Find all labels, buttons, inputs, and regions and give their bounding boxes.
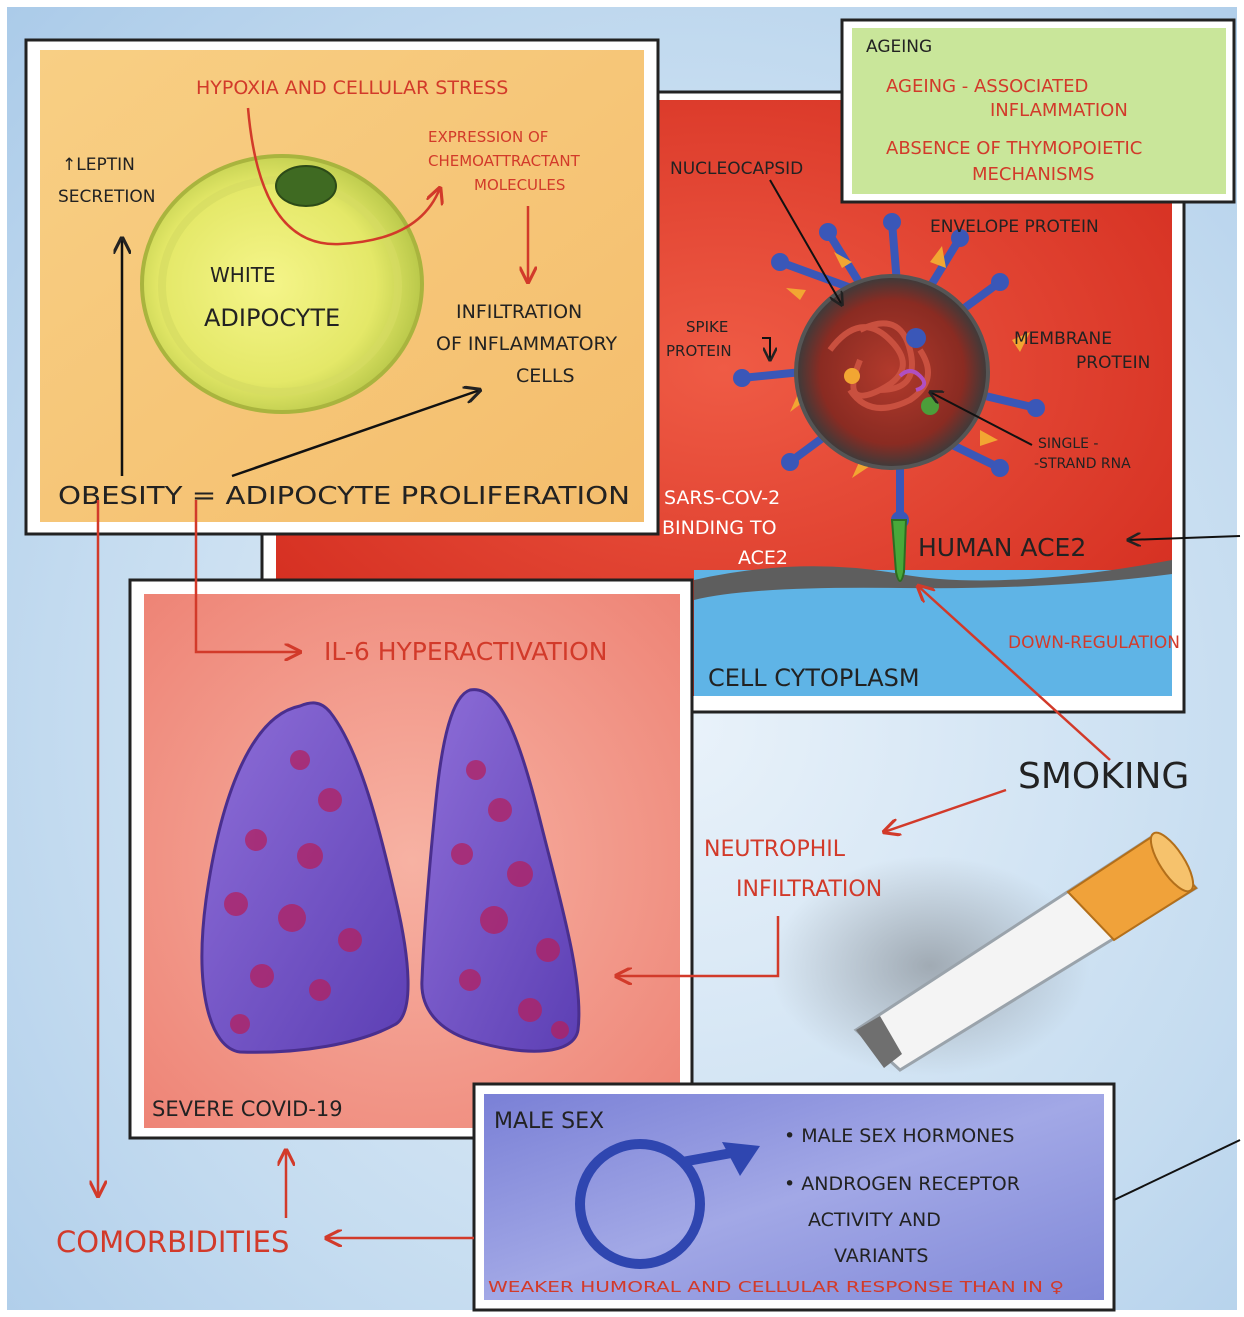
binding-label-1: SARS-COV-2 <box>664 487 780 509</box>
rna-label-2: -STRAND RNA <box>1034 456 1131 472</box>
ageing-line-4: MECHANISMS <box>972 164 1094 185</box>
infiltration-label-3: CELLS <box>516 365 575 387</box>
cell-cytoplasm-label: CELL CYTOPLASM <box>708 664 920 692</box>
weaker-response-label: WEAKER HUMORAL AND CELLULAR RESPONSE THA… <box>488 1278 1064 1296</box>
spike-protein-label-1: SPIKE <box>686 318 728 336</box>
male-sex-panel: MALE SEX • MALE SEX HORMONES • ANDROGEN … <box>474 1084 1114 1310</box>
infiltration-label-1: INFILTRATION <box>456 301 582 323</box>
envelope-protein-label: ENVELOPE PROTEIN <box>930 217 1099 237</box>
spike-protein-label-2: PROTEIN <box>666 342 732 360</box>
white-adipocyte-cell <box>142 156 422 412</box>
hypoxia-label: HYPOXIA AND CELLULAR STRESS <box>196 77 508 99</box>
ageing-title: AGEING <box>866 37 932 57</box>
male-sex-title: MALE SEX <box>494 1109 604 1134</box>
severe-covid-label: SEVERE COVID-19 <box>152 1097 343 1121</box>
neutrophil-label-2: INFILTRATION <box>736 877 882 902</box>
smoking-label: SMOKING <box>1018 756 1189 797</box>
ageing-panel: AGEING AGEING - ASSOCIATED INFLAMMATION … <box>842 20 1234 202</box>
membrane-protein-label-2: PROTEIN <box>1076 353 1150 373</box>
infiltration-label-2: OF INFLAMMATORY <box>436 333 618 355</box>
male-bullet-2-line-3: VARIANTS <box>834 1245 928 1267</box>
adipocyte-label-1: WHITE <box>210 263 276 287</box>
human-ace2-label: HUMAN ACE2 <box>918 533 1086 562</box>
ageing-line-3: ABSENCE OF THYMOPOIETIC <box>886 138 1142 159</box>
leptin-label-1: ↑LEPTIN <box>62 155 135 175</box>
cell-nucleus <box>276 166 336 206</box>
il6-hyperactivation-label: IL-6 HYPERACTIVATION <box>324 637 607 666</box>
down-regulation-label: DOWN-REGULATION <box>1008 633 1180 653</box>
male-bullet-1: • MALE SEX HORMONES <box>784 1125 1014 1147</box>
comorbidities-label: COMORBIDITIES <box>56 1225 289 1259</box>
nucleocapsid-label: NUCLEOCAPSID <box>670 159 803 179</box>
leptin-label-2: SECRETION <box>58 187 155 207</box>
binding-label-2: BINDING TO <box>662 517 777 539</box>
adipocyte-label-2: ADIPOCYTE <box>204 304 340 332</box>
chemoattractant-label-2: CHEMOATTRACTANT <box>428 152 581 170</box>
ageing-line-1: AGEING - ASSOCIATED <box>886 76 1088 97</box>
obesity-panel: HYPOXIA AND CELLULAR STRESS ↑LEPTIN SECR… <box>26 40 658 534</box>
ageing-line-2: INFLAMMATION <box>990 100 1128 121</box>
obesity-label: OBESITY = ADIPOCYTE PROLIFERATION <box>58 481 630 510</box>
chemoattractant-label-1: EXPRESSION OF <box>428 128 548 146</box>
neutrophil-label-1: NEUTROPHIL <box>704 837 846 862</box>
chemoattractant-label-3: MOLECULES <box>474 176 565 194</box>
male-bullet-2-line-2: ACTIVITY AND <box>808 1209 941 1231</box>
male-bullet-2-line-1: • ANDROGEN RECEPTOR <box>784 1173 1020 1195</box>
binding-label-3: ACE2 <box>738 547 788 569</box>
membrane-protein-label-1: MEMBRANE <box>1014 329 1112 349</box>
rna-label-1: SINGLE - <box>1038 436 1098 452</box>
